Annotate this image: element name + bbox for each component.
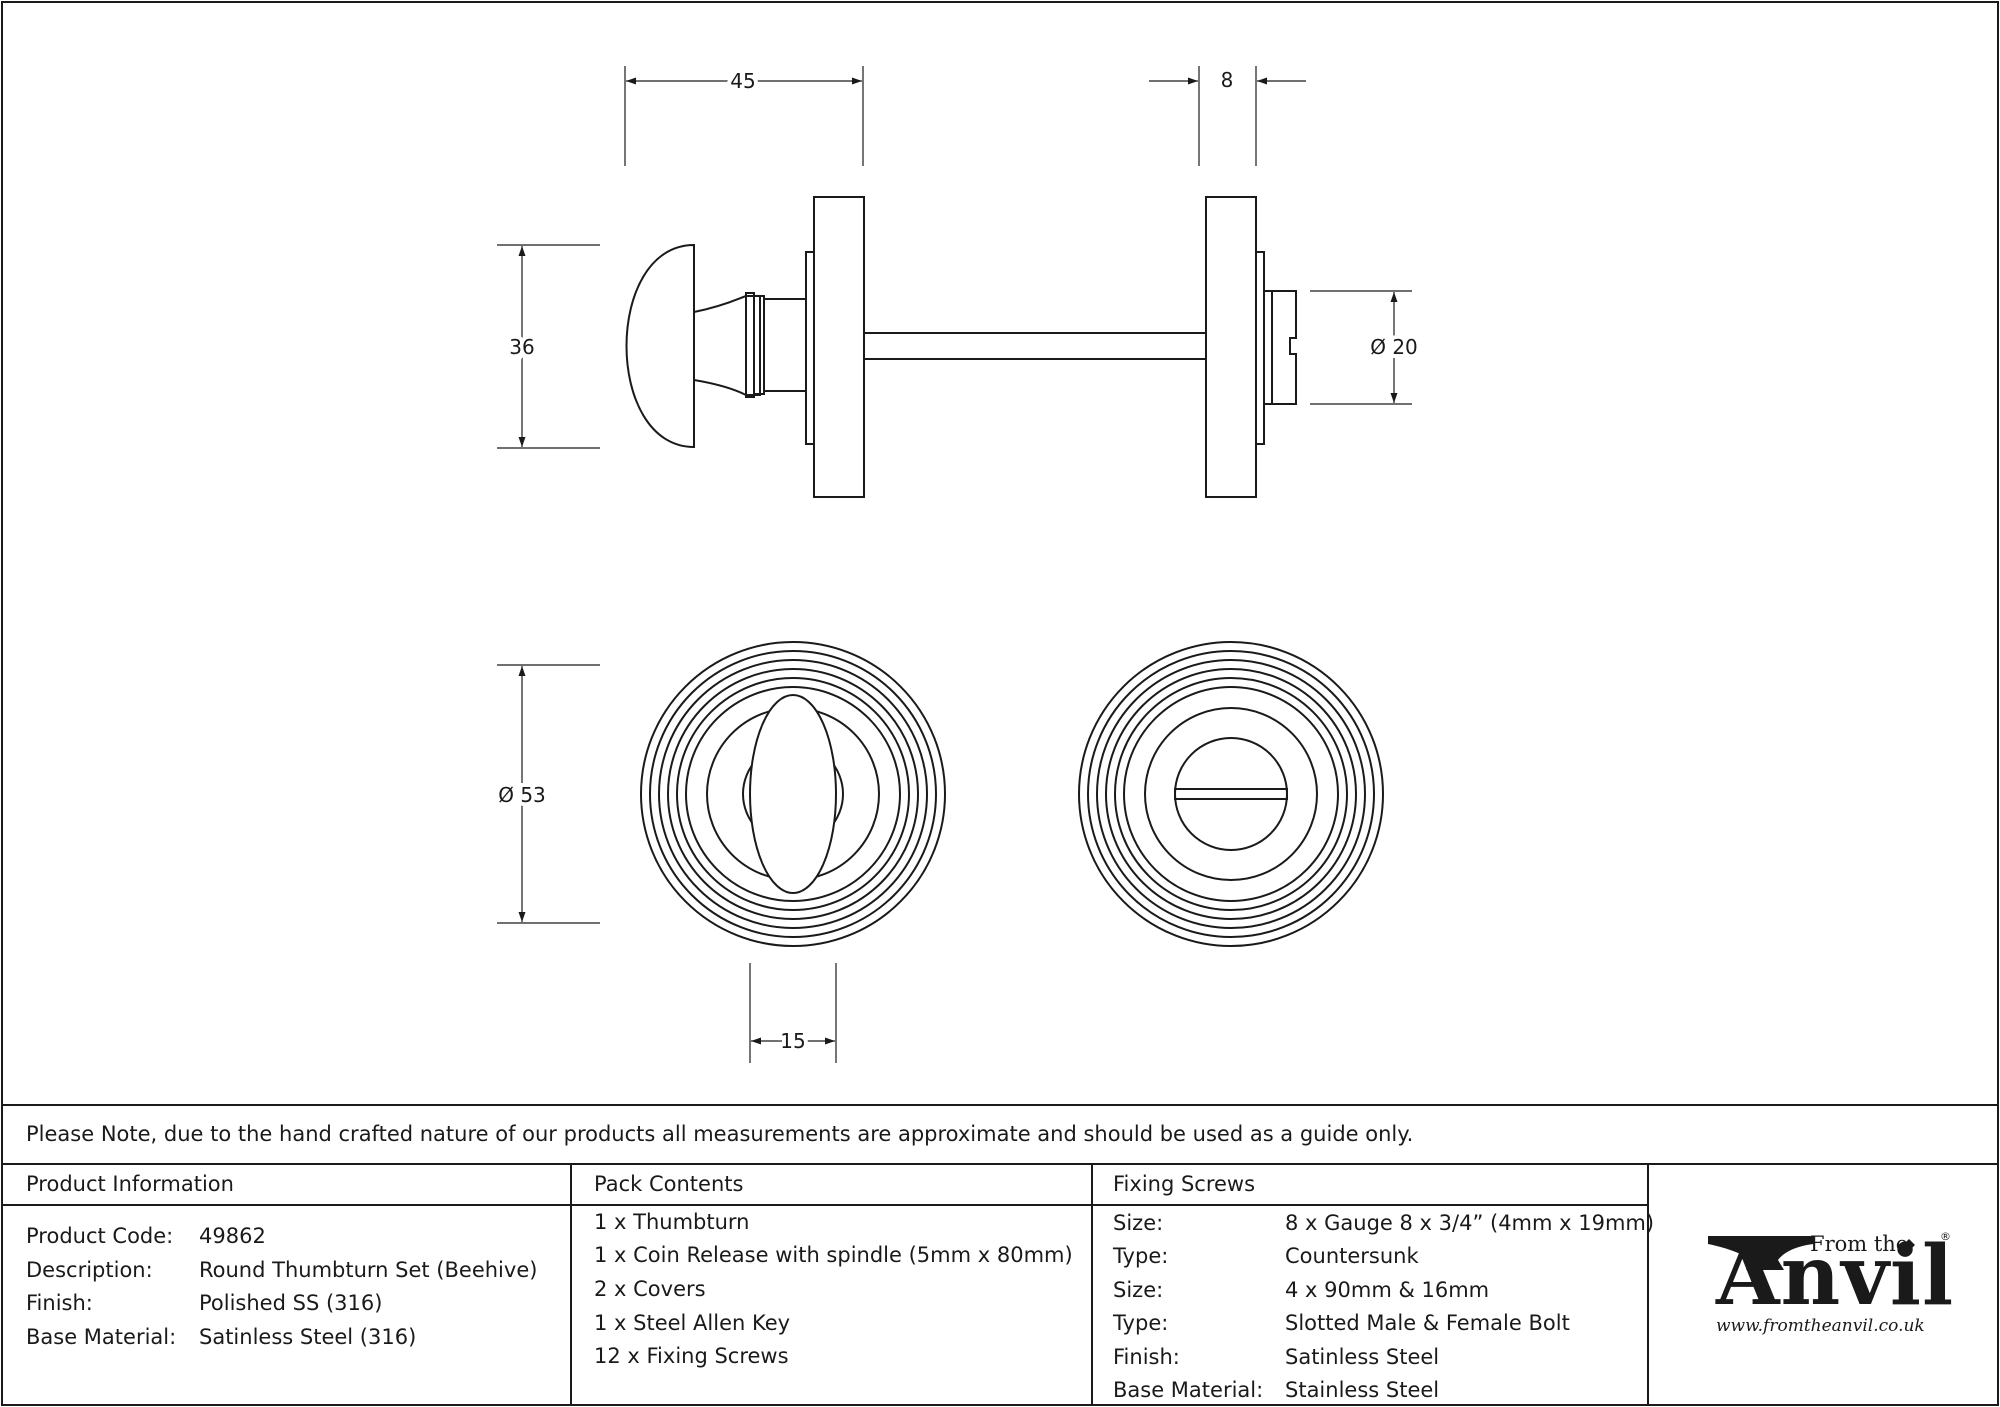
product-info-heading: Product Information — [26, 1172, 234, 1196]
logo-website: www.fromtheanvil.co.uk — [1716, 1316, 1925, 1336]
diamond-icon — [1903, 1239, 1915, 1251]
screw-type-label: Type: — [1113, 1244, 1169, 1268]
dim-53 — [497, 664, 600, 924]
dim-53-label: Ø 53 — [498, 783, 546, 807]
description-value: Round Thumbturn Set (Beehive) — [199, 1258, 538, 1282]
dim-36 — [497, 244, 600, 449]
side-view — [625, 196, 1297, 498]
coin-release-body — [1263, 290, 1297, 405]
screw-finish-value: Satinless Steel — [1285, 1345, 1440, 1369]
bolt-type-value: Slotted Male & Female Bolt — [1285, 1311, 1570, 1335]
product-code-label: Product Code: — [26, 1224, 174, 1248]
coin-release-front-view — [1078, 641, 1384, 947]
screw-base-material-label: Base Material: — [1113, 1378, 1264, 1402]
dim-15-label: 15 — [780, 1029, 805, 1053]
bolt-size-value: 4 x 90mm & 16mm — [1285, 1278, 1490, 1302]
finish-label: Finish: — [26, 1291, 93, 1315]
dim-15 — [749, 963, 837, 1063]
screw-size-label: Size: — [1113, 1211, 1164, 1235]
dim-8-label: 8 — [1221, 68, 1234, 92]
left-rose-backplate — [805, 251, 815, 445]
dim-20-label: Ø 20 — [1370, 335, 1418, 359]
pack-item: 2 x Covers — [594, 1277, 706, 1301]
dim-20 — [1310, 290, 1412, 405]
thumbturn-grip — [749, 694, 837, 894]
thumbturn-spacer — [763, 298, 807, 392]
info-table-lines — [2, 1104, 1998, 1405]
thumbturn-neck — [693, 295, 761, 396]
logo-registered-mark: ® — [1940, 1230, 1951, 1243]
spindle — [863, 332, 1207, 360]
dim-45-label: 45 — [730, 69, 755, 93]
logo-from-the: From the — [1810, 1232, 1909, 1256]
dim-45 — [624, 66, 864, 166]
left-rose — [813, 196, 865, 498]
pack-contents-heading: Pack Contents — [594, 1172, 744, 1196]
fixing-screws-heading: Fixing Screws — [1113, 1172, 1256, 1196]
coin-slot — [1174, 788, 1288, 800]
screw-type-value: Countersunk — [1285, 1244, 1419, 1268]
pack-item: 1 x Coin Release with spindle (5mm x 80m… — [594, 1243, 1073, 1267]
base-material-value: Satinless Steel (316) — [199, 1325, 417, 1349]
base-material-label: Base Material: — [26, 1325, 177, 1349]
dim-36-label: 36 — [509, 335, 534, 359]
right-rose-backplate — [1255, 251, 1265, 445]
product-code-value: 49862 — [199, 1224, 266, 1248]
measurement-note: Please Note, due to the hand crafted nat… — [26, 1122, 1414, 1146]
screw-finish-label: Finish: — [1113, 1345, 1180, 1369]
logo-anvil-wordmark: Anvil — [1716, 1228, 1955, 1324]
thumbturn-front-view — [640, 641, 946, 947]
pack-item: 12 x Fixing Screws — [594, 1344, 789, 1368]
dim-8 — [1149, 66, 1306, 166]
thumbturn-dome — [625, 243, 695, 449]
bolt-size-label: Size: — [1113, 1278, 1164, 1302]
description-label: Description: — [26, 1258, 153, 1282]
finish-value: Polished SS (316) — [199, 1291, 383, 1315]
pack-item: 1 x Thumbturn — [594, 1210, 750, 1234]
screw-base-material-value: Stainless Steel — [1285, 1378, 1440, 1402]
right-rose — [1205, 196, 1257, 498]
bolt-type-label: Type: — [1113, 1311, 1169, 1335]
screw-size-value: 8 x Gauge 8 x 3/4” (4mm x 19mm) — [1285, 1211, 1655, 1235]
anvil-icon — [1708, 1236, 1814, 1270]
pack-item: 1 x Steel Allen Key — [594, 1311, 791, 1335]
thumbturn-collar-1 — [745, 292, 755, 398]
